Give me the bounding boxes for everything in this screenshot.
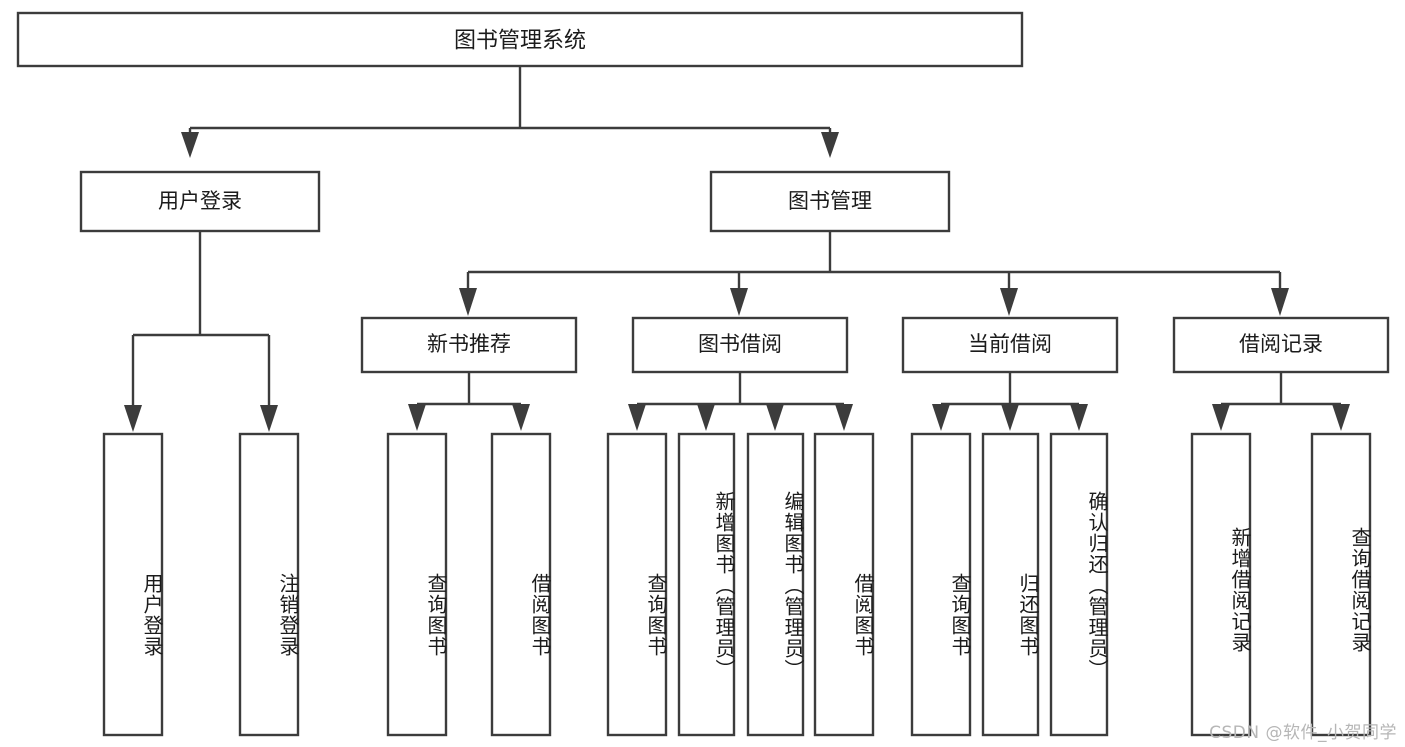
leaf-box-bb-1[interactable] [606, 432, 668, 737]
node-borrow-record-label: 借阅记录 [1239, 332, 1323, 356]
arrowhead-leaf-nbr-2 [512, 404, 530, 431]
node-root-label: 图书管理系统 [454, 29, 586, 54]
node-book-borrow-box[interactable] [631, 316, 849, 374]
node-new-book-recommend-label: 新书推荐 [427, 332, 511, 356]
node-book-manage-label: 图书管理 [788, 189, 872, 213]
leaf-box-cb-2[interactable] [981, 432, 1040, 737]
leaf-box-bb-4[interactable] [813, 432, 875, 737]
arrowhead-leaf-bb-1 [628, 404, 646, 431]
arrowhead-to-user-login [181, 132, 199, 158]
arrowhead-leaf-bb-4 [835, 404, 853, 431]
arrowhead-to-current-borrow [1000, 288, 1018, 316]
node-root-box[interactable] [16, 11, 1024, 68]
leaf-box-user-login-2[interactable] [238, 432, 300, 737]
arrowhead-leaf-user-login-1 [124, 405, 142, 432]
node-new-book-recommend-box[interactable] [360, 316, 578, 374]
leaf-box-cb-3[interactable] [1049, 432, 1109, 737]
arrowhead-leaf-nbr-1 [408, 404, 426, 431]
node-user-login-label: 用户登录 [158, 189, 242, 213]
node-book-manage-box[interactable] [709, 170, 951, 233]
arrowhead-leaf-cb-1 [932, 404, 950, 431]
arrowhead-leaf-cb-2 [1001, 404, 1019, 431]
leaf-box-br-2[interactable] [1310, 432, 1372, 737]
watermark: CSDN @软件_小贺同学 [1209, 723, 1397, 743]
leaf-box-bb-2[interactable] [677, 432, 736, 737]
leaf-box-cb-1[interactable] [910, 432, 972, 737]
arrowhead-to-book-borrow [730, 288, 748, 316]
leaf-box-bb-3[interactable] [746, 432, 805, 737]
node-book-borrow-label: 图书借阅 [698, 332, 782, 356]
node-borrow-record[interactable]: 借阅记录 [1172, 316, 1390, 374]
node-current-borrow-box[interactable] [901, 316, 1119, 374]
node-new-book-recommend[interactable]: 新书推荐 [360, 316, 578, 374]
arrowhead-leaf-bb-3 [766, 404, 784, 431]
arrowhead-leaf-bb-2 [697, 404, 715, 431]
arrowhead-leaf-br-1 [1212, 404, 1230, 431]
arrowhead-leaf-user-login-2 [260, 405, 278, 432]
arrowhead-leaf-br-2 [1332, 404, 1350, 431]
arrowhead-to-borrow-record [1271, 288, 1289, 316]
node-book-manage[interactable]: 图书管理 [709, 170, 951, 233]
leaf-box-nbr-1[interactable] [386, 432, 448, 737]
node-user-login[interactable]: 用户登录 [79, 170, 321, 233]
arrowhead-leaf-cb-3 [1070, 404, 1088, 431]
node-book-borrow[interactable]: 图书借阅 [631, 316, 849, 374]
node-root[interactable]: 图书管理系统 [16, 11, 1024, 68]
leaf-box-br-1[interactable] [1190, 432, 1252, 737]
node-current-borrow-label: 当前借阅 [968, 332, 1052, 356]
node-current-borrow[interactable]: 当前借阅 [901, 316, 1119, 374]
node-borrow-record-box[interactable] [1172, 316, 1390, 374]
leaf-box-user-login-1[interactable] [102, 432, 164, 737]
leaf-box-nbr-2[interactable] [490, 432, 552, 737]
arrowhead-to-book-manage [821, 132, 839, 158]
arrowhead-to-new-book-recommend [459, 288, 477, 316]
